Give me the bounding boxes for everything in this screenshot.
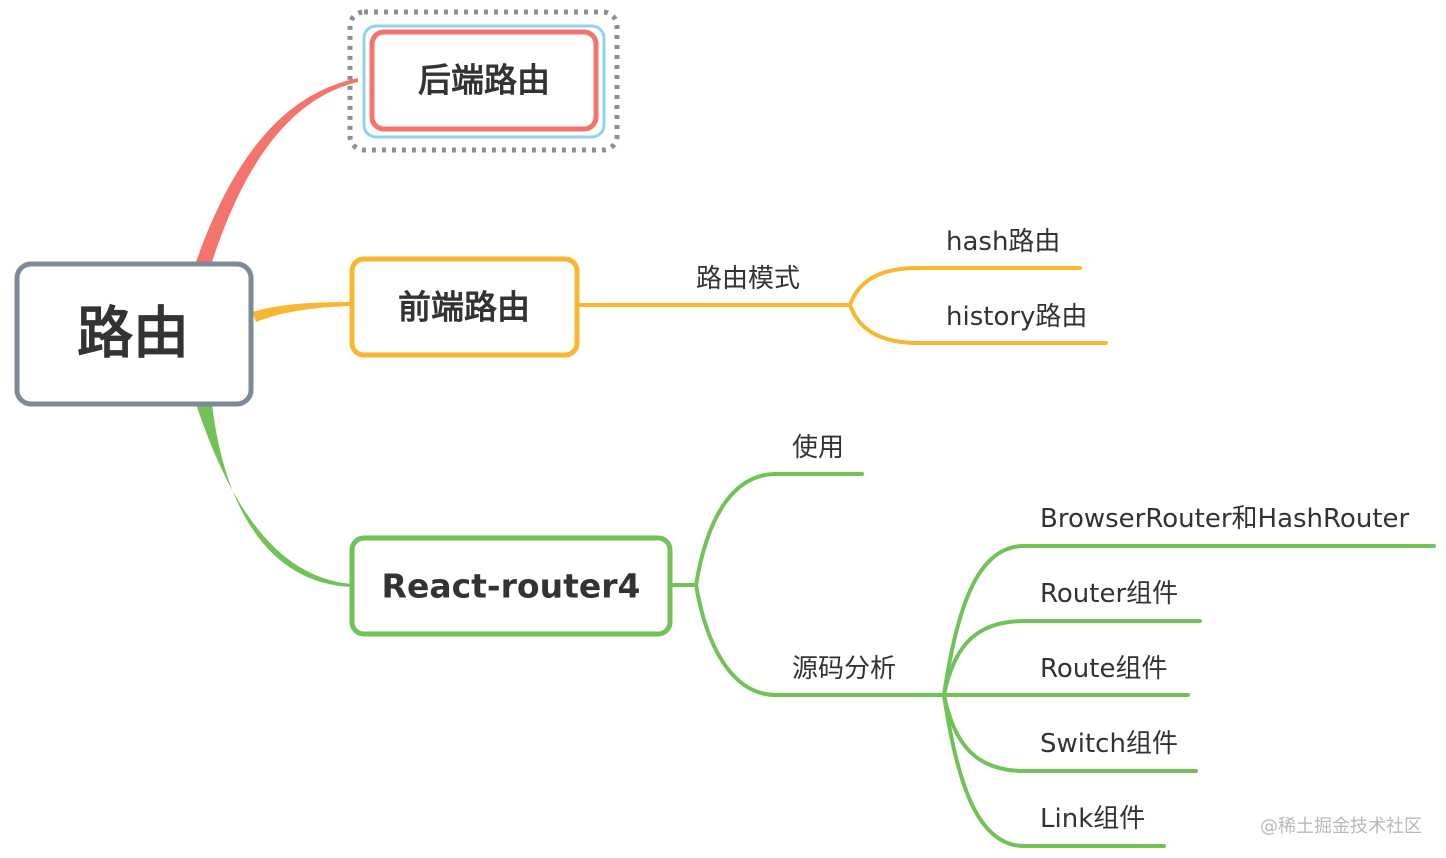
connector-root-react xyxy=(196,404,352,587)
root-label: 路由 xyxy=(77,302,189,367)
topic-history-label[interactable]: history路由 xyxy=(946,302,1087,332)
connector-react-source xyxy=(694,583,946,697)
frontend-label: 前端路由 xyxy=(398,288,530,327)
topic-switch-label[interactable]: Switch组件 xyxy=(1040,729,1178,759)
topic-browser-label[interactable]: BrowserRouter和HashRouter xyxy=(1040,504,1410,534)
backend-node[interactable]: 后端路由 xyxy=(347,9,620,153)
connector-root-backend xyxy=(196,78,358,262)
root-node[interactable]: 路由 xyxy=(14,261,254,407)
topic-source-label[interactable]: 源码分析 xyxy=(792,654,896,684)
connector-mode-hash xyxy=(848,266,1082,307)
connector-root-frontend xyxy=(252,302,352,322)
topic-usage-label[interactable]: 使用 xyxy=(792,433,844,463)
connector-mode-history xyxy=(848,303,1108,345)
topic-route-label[interactable]: Route组件 xyxy=(1040,654,1167,684)
topic-router-label[interactable]: Router组件 xyxy=(1040,579,1178,609)
backend-label: 后端路由 xyxy=(418,61,550,100)
topic-hash-label[interactable]: hash路由 xyxy=(946,227,1060,257)
watermark: @稀土掘金技术社区 xyxy=(1260,816,1422,837)
frontend-node[interactable]: 前端路由 xyxy=(349,256,580,358)
selection-outline xyxy=(347,9,620,153)
connector-source-router xyxy=(942,619,1202,697)
topic-mode-label[interactable]: 路由模式 xyxy=(696,264,800,294)
react-label: React-router4 xyxy=(382,567,641,606)
connector-source-link xyxy=(942,693,1166,848)
selection-highlight xyxy=(362,24,606,139)
react-node[interactable]: React-router4 xyxy=(349,535,673,637)
connector-source-browser xyxy=(942,544,1436,697)
connector-react-usage xyxy=(694,472,864,587)
topic-link-label[interactable]: Link组件 xyxy=(1040,804,1145,834)
